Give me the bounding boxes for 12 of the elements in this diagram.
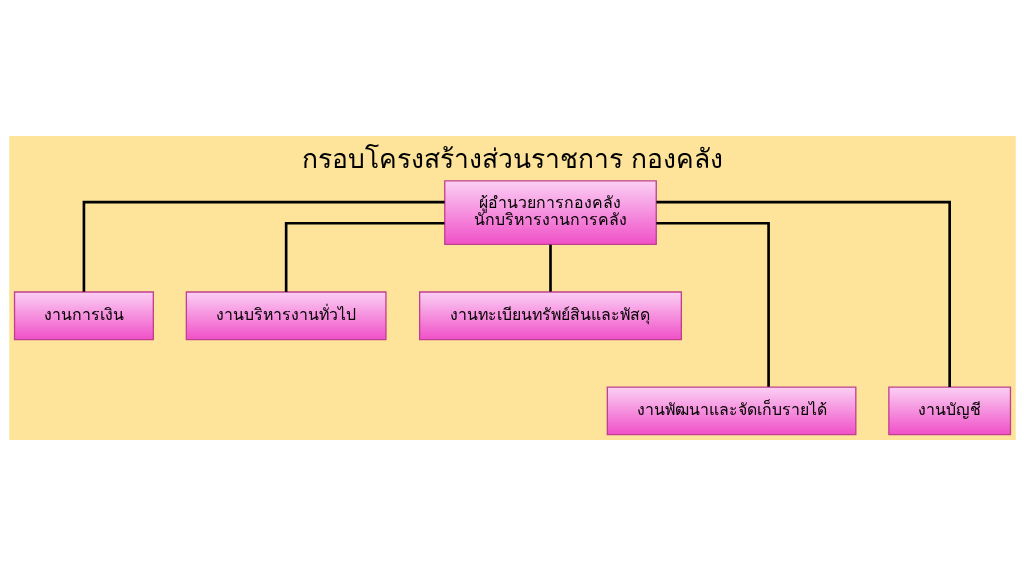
node-box: งานบัญชี: [887, 386, 1011, 436]
connector: [82, 200, 445, 292]
node-box: ผู้อำนวยการกองคลัง นักบริหารงานการคลัง: [443, 180, 657, 246]
node-box: งานทะเบียนทรัพย์สินและพัสดุ: [418, 291, 682, 341]
connector: [655, 200, 951, 387]
diagram-title: กรอบโครงสร้างส่วนราชการ กองคลัง: [301, 142, 723, 174]
node-box: งานการเงิน: [13, 291, 154, 341]
connector: [284, 221, 444, 292]
node-box: งานพัฒนาและจัดเก็บรายได้: [606, 386, 856, 436]
connector: [548, 244, 552, 292]
connector: [655, 221, 770, 387]
node-box: งานบริหารงานทั่วไป: [185, 291, 387, 341]
